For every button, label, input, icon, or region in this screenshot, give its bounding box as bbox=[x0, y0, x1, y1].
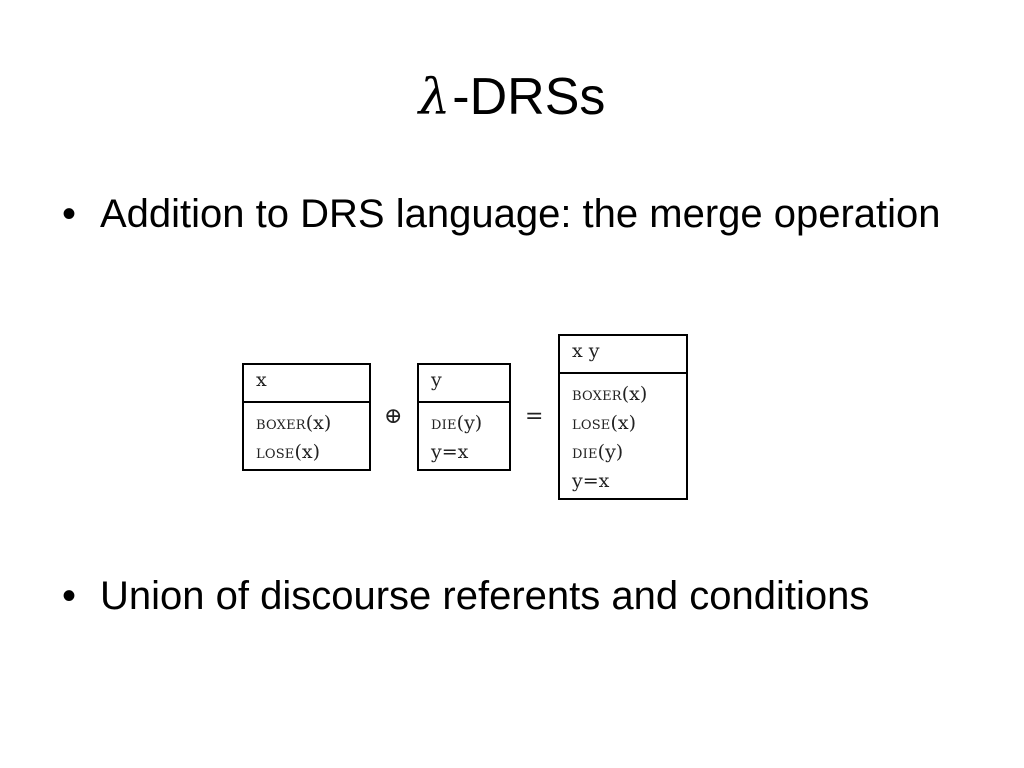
drs-referents: x y bbox=[560, 336, 686, 374]
drs-conditions: die(y) y=x bbox=[419, 403, 509, 467]
drs-condition: boxer(x) bbox=[572, 380, 686, 409]
drs-condition: lose(x) bbox=[256, 438, 369, 467]
drs-referents: x bbox=[244, 365, 369, 403]
condition-argument: (x) bbox=[294, 441, 321, 463]
condition-argument: (y) bbox=[456, 412, 483, 434]
bullet-item-merge-operation: • Addition to DRS language: the merge op… bbox=[62, 187, 962, 241]
drs-condition: boxer(x) bbox=[256, 409, 369, 438]
equals-symbol: = bbox=[525, 404, 544, 429]
middle-drs-box: y die(y) y=x bbox=[417, 363, 511, 471]
bullet-marker: • bbox=[62, 192, 77, 236]
slide-title-text: -DRSs bbox=[452, 68, 606, 126]
drs-conditions: boxer(x) lose(x) die(y) y=x bbox=[560, 374, 686, 496]
condition-argument: y=x bbox=[431, 441, 469, 463]
drs-conditions: boxer(x) lose(x) bbox=[244, 403, 369, 467]
condition-argument: (x) bbox=[621, 383, 648, 405]
condition-predicate: die bbox=[572, 441, 598, 463]
bullet-marker: • bbox=[62, 574, 77, 618]
left-drs-box: x boxer(x) lose(x) bbox=[242, 363, 371, 471]
drs-condition: y=x bbox=[431, 438, 509, 467]
condition-predicate: lose bbox=[256, 441, 295, 463]
condition-argument: y=x bbox=[572, 470, 610, 492]
bullet-text: Addition to DRS language: the merge oper… bbox=[100, 192, 941, 236]
condition-argument: (x) bbox=[305, 412, 332, 434]
condition-predicate: boxer bbox=[572, 383, 622, 405]
lambda-symbol: λ bbox=[418, 68, 451, 126]
condition-predicate: lose bbox=[572, 412, 611, 434]
drs-condition: y=x bbox=[572, 467, 686, 496]
drs-referents: y bbox=[419, 365, 509, 403]
condition-predicate: boxer bbox=[256, 412, 306, 434]
merge-operator-symbol: ⊕ bbox=[384, 404, 403, 429]
bullet-text: Union of discourse referents and conditi… bbox=[100, 574, 870, 618]
condition-argument: (x) bbox=[610, 412, 637, 434]
condition-predicate: die bbox=[431, 412, 457, 434]
bullet-item-union: • Union of discourse referents and condi… bbox=[62, 569, 962, 623]
drs-condition: lose(x) bbox=[572, 409, 686, 438]
condition-argument: (y) bbox=[597, 441, 624, 463]
slide-title: λ-DRSs bbox=[0, 62, 1024, 132]
drs-condition: die(y) bbox=[572, 438, 686, 467]
drs-condition: die(y) bbox=[431, 409, 509, 438]
result-drs-box: x y boxer(x) lose(x) die(y) y=x bbox=[558, 334, 688, 500]
